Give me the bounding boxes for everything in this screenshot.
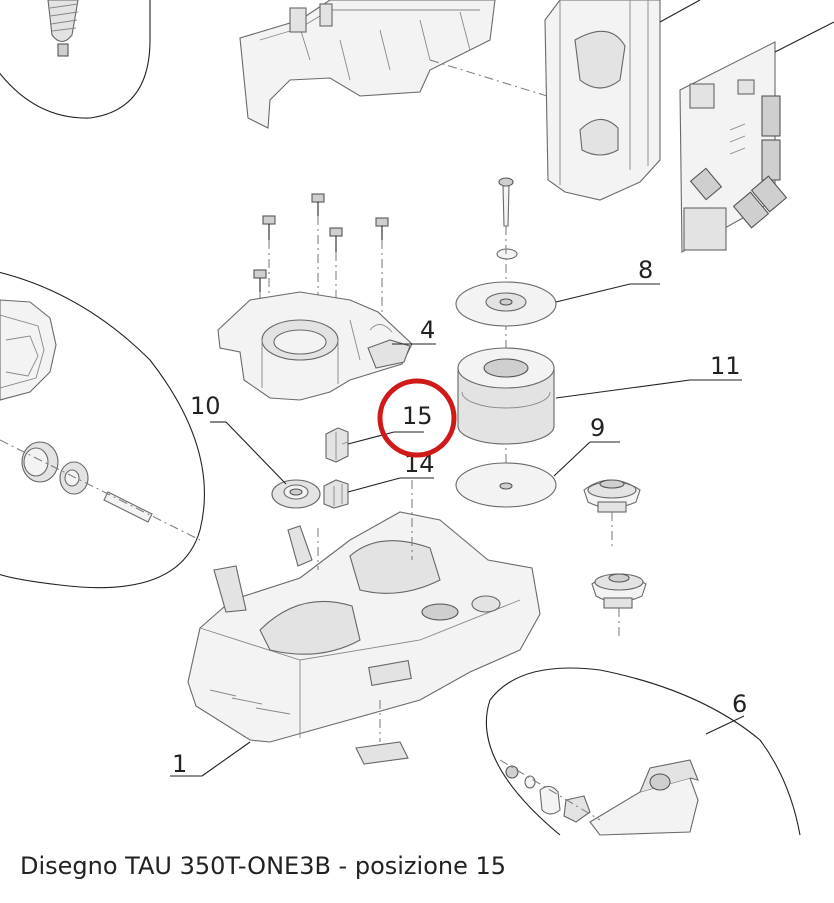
label-position-10: 10	[190, 392, 221, 420]
detail-callout-left	[0, 271, 205, 589]
worm-screw-part	[47, 0, 79, 57]
gearbox-housing-part	[217, 291, 413, 401]
diagram-caption: Disegno TAU 350T-ONE3B - posizione 15	[20, 852, 507, 880]
detail-callout-top-left	[0, 0, 151, 119]
detail-callout-bottom-right	[485, 667, 801, 836]
label-position-9: 9	[590, 414, 605, 442]
disk-bottom-part	[455, 462, 557, 508]
limit-switch-part	[589, 759, 699, 836]
connector-part	[325, 427, 349, 463]
label-position-6: 6	[732, 690, 747, 718]
base-housing-part	[187, 511, 541, 743]
cable-gland-bottom	[591, 573, 647, 609]
leader-lines	[170, 283, 745, 777]
highlight-circle-position-15	[377, 378, 457, 458]
label-position-4: 4	[420, 316, 435, 344]
ring-magnet-part	[457, 347, 555, 445]
label-position-8: 8	[638, 256, 653, 284]
bearing-part	[271, 479, 321, 509]
long-screw-part	[496, 177, 518, 260]
side-cover-part	[544, 0, 701, 201]
cable-gland-top	[583, 479, 641, 513]
screws-part	[253, 193, 389, 330]
disk-top-part	[455, 281, 557, 327]
pin-part	[103, 491, 153, 523]
top-cover-part	[239, 0, 496, 129]
exploded-parts-diagram: 1 4 6 8 9 10 11 14 15	[0, 0, 834, 836]
label-position-15: 15	[402, 402, 433, 430]
capacitor-group	[689, 167, 788, 229]
bracket-part	[323, 479, 349, 509]
label-position-1: 1	[172, 750, 187, 778]
gear-wheel-part	[0, 299, 57, 401]
circuit-board-part	[679, 21, 834, 253]
label-position-11: 11	[710, 352, 741, 380]
plate-part	[355, 741, 409, 765]
